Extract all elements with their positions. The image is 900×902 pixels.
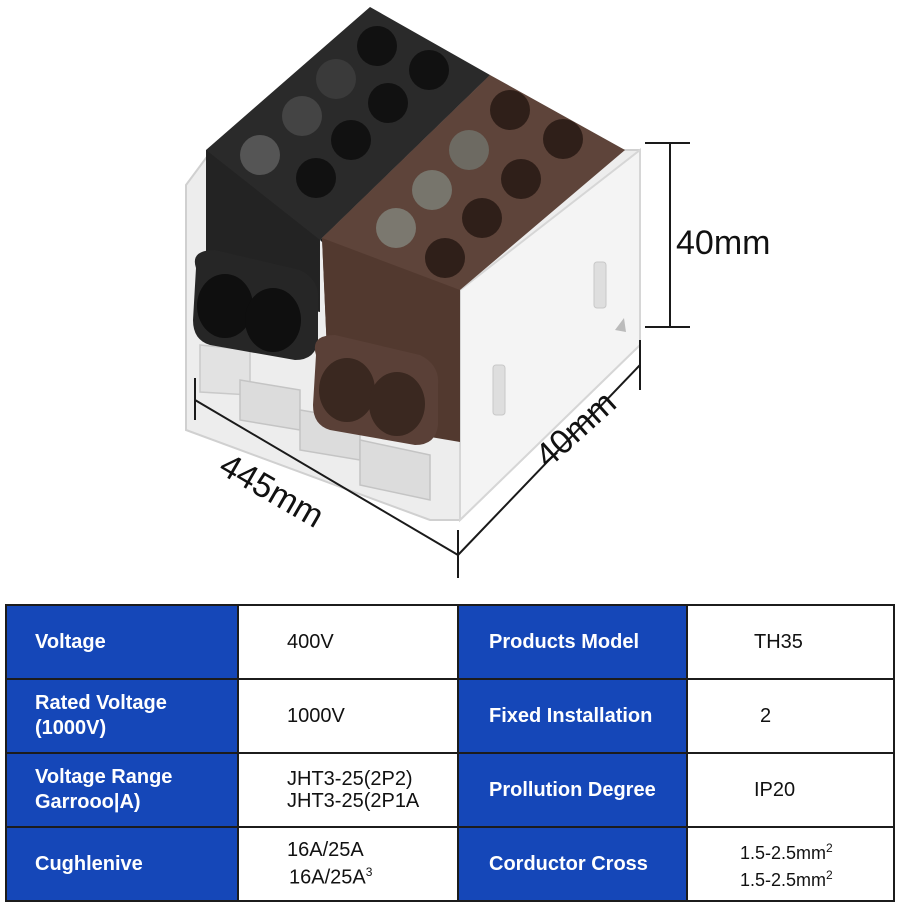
height-dimension-label: 40mm: [676, 224, 771, 262]
spec-label: Cughlenive: [5, 826, 239, 902]
spec-value: TH35: [686, 604, 895, 680]
spec-label: Corductor Cross: [457, 826, 688, 902]
spec-label: Rated Voltage(1000V): [5, 678, 239, 754]
spec-value: 400V: [237, 604, 459, 680]
brown-housing: [313, 75, 625, 445]
spec-value: 1000V: [237, 678, 459, 754]
table-row: Rated Voltage(1000V) 1000V Fixed Install…: [5, 678, 895, 754]
spec-label: Voltage: [5, 604, 239, 680]
dimension-lines: [194, 142, 690, 578]
spec-label: Products Model: [457, 604, 688, 680]
spec-value: 1.5-2.5mm2 1.5-2.5mm2: [686, 826, 895, 902]
table-row: Voltage 400V Products Model TH35: [5, 604, 895, 680]
spec-label: Prollution Degree: [457, 752, 688, 828]
spec-label: Fixed Installation: [457, 678, 688, 754]
spec-value: 2: [686, 678, 895, 754]
spec-value: JHT3-25(2P2)JHT3-25(2P1A: [237, 752, 459, 828]
spec-value: IP20: [686, 752, 895, 828]
spec-table: Voltage 400V Products Model TH35 Rated V…: [5, 604, 895, 902]
product-illustration: [185, 7, 690, 578]
